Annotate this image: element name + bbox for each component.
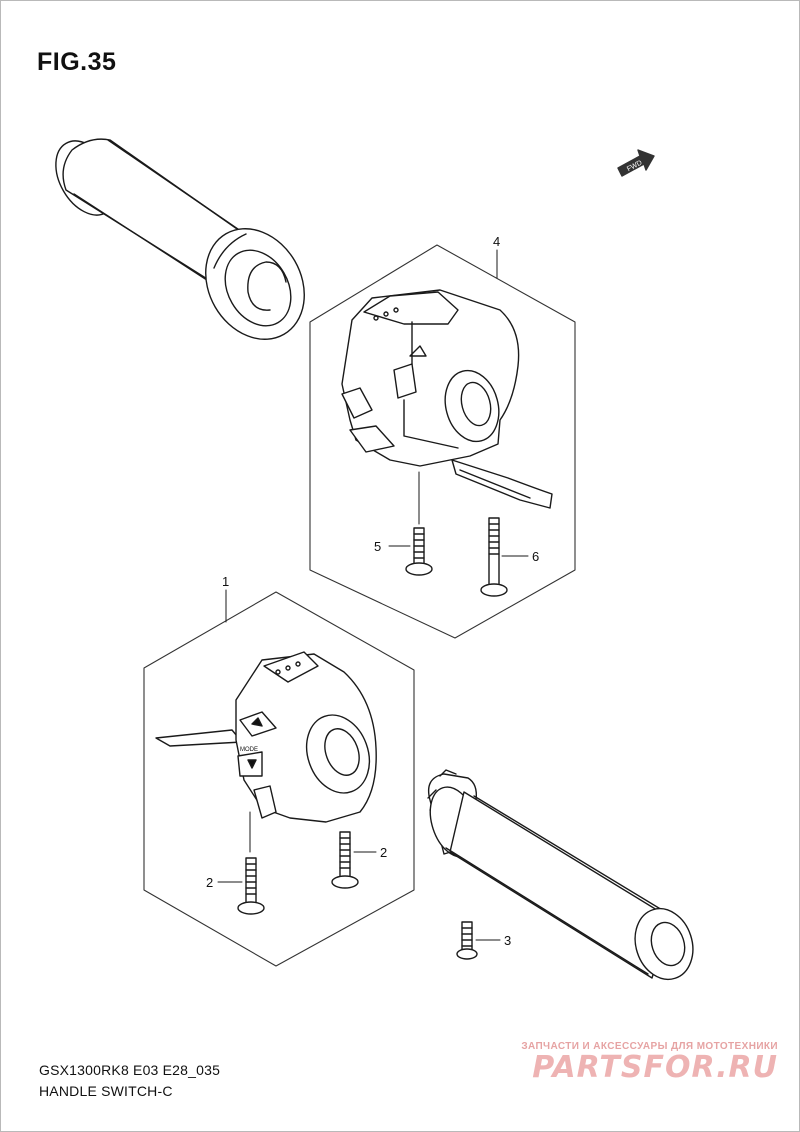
figure-title: FIG.35 (37, 48, 117, 76)
callout-4: 4 (493, 234, 500, 249)
handle-switch-left[interactable]: MODE (155, 651, 380, 823)
callout-6: 6 (532, 549, 539, 564)
screw-3[interactable] (456, 921, 478, 960)
assembly-frame-1 (143, 591, 415, 967)
callout-3: 3 (504, 933, 511, 948)
callout-5: 5 (374, 539, 381, 554)
left-grip[interactable] (43, 130, 323, 357)
handle-switch-right[interactable] (341, 289, 553, 509)
fwd-arrow-icon: FWD (617, 149, 655, 177)
screw-2-left[interactable] (237, 857, 265, 915)
assembly-frame-4 (309, 244, 576, 639)
throttle-grip[interactable] (422, 769, 702, 987)
screw-2-right[interactable] (331, 831, 359, 889)
watermark-logo: PARTSFOR.RU (532, 1050, 778, 1085)
callout-2a: 2 (206, 875, 213, 890)
screw-5[interactable] (405, 527, 433, 576)
watermark-tagline: ЗАПЧАСТИ И АКСЕССУАРЫ ДЛЯ МОТОТЕХНИКИ (521, 1041, 778, 1052)
mode-label: MODE (240, 747, 258, 753)
callout-1: 1 (222, 574, 229, 589)
screw-6[interactable] (480, 517, 508, 597)
callout-2b: 2 (380, 845, 387, 860)
model-code: GSX1300RK8 E03 E28_035 (39, 1062, 221, 1078)
part-name: HANDLE SWITCH-C (39, 1083, 173, 1099)
